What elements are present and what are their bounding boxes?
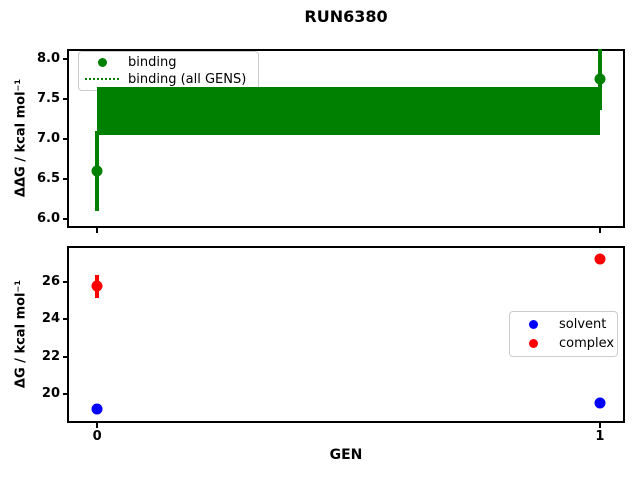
top-legend: binding binding (all GENS) — [78, 51, 259, 91]
data-point-binding — [91, 165, 103, 177]
bottom-y-axis-label: ΔG / kcal mol⁻¹ — [13, 279, 29, 389]
data-point-binding — [594, 73, 606, 85]
binding-dot-icon — [83, 58, 121, 68]
y-tick-label: 7.5 — [36, 91, 60, 107]
data-point-solvent — [594, 397, 606, 409]
y-tick — [63, 280, 67, 283]
dotted-line-icon — [83, 78, 121, 81]
y-tick-label: 20 — [41, 385, 60, 401]
x-tick — [598, 423, 601, 428]
y-tick-label: 7.0 — [36, 131, 60, 147]
legend-label: binding — [128, 55, 177, 71]
legend-item-binding: binding — [83, 55, 254, 70]
data-point-complex — [91, 280, 103, 292]
data-point-complex — [594, 253, 606, 265]
legend-item-complex: complex — [514, 335, 615, 351]
y-tick — [63, 355, 67, 358]
x-axis-label: GEN — [329, 447, 363, 463]
x-tick — [96, 423, 99, 428]
solvent-dot-icon — [514, 320, 552, 330]
x-tick-label: 1 — [595, 429, 605, 444]
y-tick — [63, 218, 67, 221]
y-tick — [63, 178, 67, 181]
legend-item-solvent: solvent — [514, 317, 613, 332]
complex-dot-icon — [514, 338, 552, 348]
x-tick-label: 0 — [92, 429, 102, 444]
data-point-solvent — [91, 403, 103, 415]
y-tick — [63, 138, 67, 141]
y-tick — [63, 392, 67, 395]
y-tick — [63, 98, 67, 101]
legend-label: solvent — [559, 317, 607, 333]
y-tick-label: 26 — [41, 273, 60, 289]
y-tick-label: 6.5 — [36, 171, 60, 187]
bottom-axes — [67, 246, 625, 423]
confidence-band — [97, 87, 600, 136]
x-tick — [598, 228, 601, 233]
y-tick-label: 8.0 — [36, 51, 60, 67]
y-tick — [63, 318, 67, 321]
y-tick-label: 24 — [41, 311, 60, 327]
bottom-legend: solvent complex — [509, 311, 618, 357]
y-tick — [63, 58, 67, 61]
legend-label: binding (all GENS) — [128, 71, 247, 87]
plot-title: RUN6380 — [304, 7, 388, 26]
top-axes — [67, 49, 625, 228]
legend-label: complex — [559, 335, 615, 351]
legend-item-binding-all-gens: binding (all GENS) — [83, 72, 254, 87]
x-tick — [96, 228, 99, 233]
y-tick-label: 22 — [41, 348, 60, 364]
y-tick-label: 6.0 — [36, 211, 60, 227]
